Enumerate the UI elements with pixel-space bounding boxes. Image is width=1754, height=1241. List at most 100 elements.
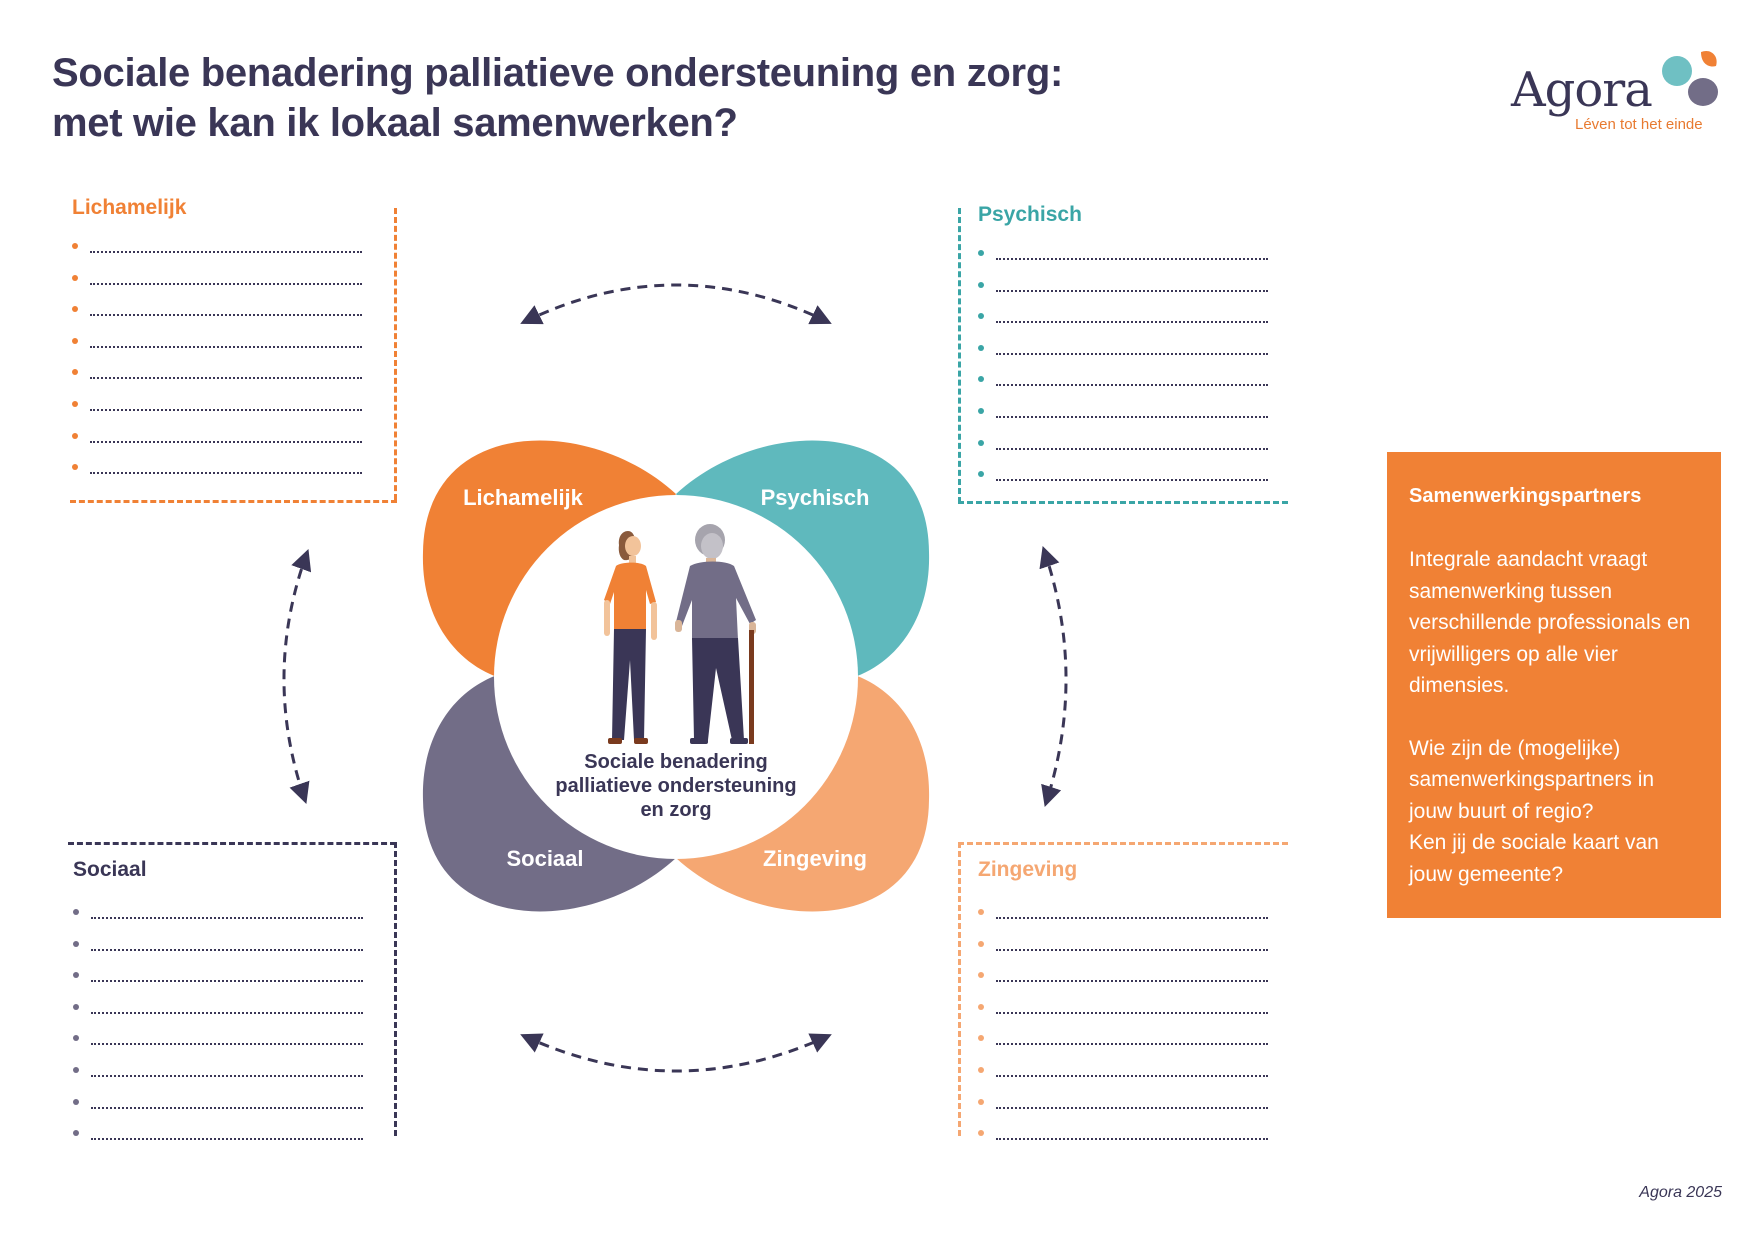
bullet-icon (72, 369, 78, 376)
fill-in-line[interactable] (91, 948, 363, 951)
fill-in-line[interactable] (996, 917, 1268, 919)
bullet-icon (73, 1130, 79, 1137)
fill-in-line[interactable] (996, 258, 1268, 260)
page-title: Sociale benadering palliatieve ondersteu… (52, 48, 1063, 148)
fill-in-line[interactable] (996, 1138, 1268, 1141)
fill-in-line[interactable] (91, 1138, 363, 1141)
fill-in-line[interactable] (996, 289, 1268, 292)
petal-label-zingeving: Zingeving (763, 846, 867, 871)
fill-in-line[interactable] (996, 415, 1268, 418)
center-label-line-3: en zorg (640, 799, 711, 821)
fill-in-line[interactable] (996, 1106, 1268, 1109)
bullet-icon (978, 1098, 984, 1105)
page-title-line-2: met wie kan ik lokaal samenwerken? (52, 101, 738, 145)
logo-wordmark: Agora (1511, 62, 1653, 118)
fill-in-line[interactable] (996, 948, 1268, 951)
bullet-icon (978, 471, 984, 478)
fill-in-line[interactable] (90, 440, 362, 443)
fill-in-line[interactable] (996, 321, 1268, 324)
arrow-left-icon (282, 549, 312, 804)
list-frame-right (394, 208, 397, 500)
list-frame-bottom (958, 501, 1288, 504)
list-sociaal: Sociaal (68, 842, 398, 1141)
bullet-icon (73, 972, 79, 979)
bullet-icon (978, 1130, 984, 1137)
bullet-icon (72, 337, 78, 344)
bullet-icon (72, 306, 78, 313)
fill-in-line[interactable] (90, 472, 362, 475)
bullet-icon (978, 972, 984, 979)
fill-in-line[interactable] (90, 282, 362, 285)
center-circle (494, 495, 858, 859)
fill-in-line[interactable] (996, 1011, 1268, 1014)
list-title-zingeving: Zingeving (978, 858, 1078, 881)
bullet-icon (978, 250, 984, 256)
fill-in-line[interactable] (90, 251, 362, 253)
fill-in-line[interactable] (996, 384, 1268, 387)
bullet-icon (978, 313, 984, 320)
fill-in-line[interactable] (90, 408, 362, 411)
partners-title: Samenwerkingspartners (1409, 485, 1642, 507)
list-frame-top (958, 842, 1288, 845)
fill-in-line[interactable] (996, 980, 1268, 983)
bullet-icon (73, 1003, 79, 1010)
bullet-icon (978, 376, 984, 383)
list-frame-top (68, 842, 396, 845)
list-zingeving: Zingeving (958, 842, 1288, 1141)
bullet-icon (72, 274, 78, 281)
partners-info-box: Samenwerkingspartners Integrale aandacht… (1387, 452, 1721, 918)
fill-in-line[interactable] (996, 1074, 1268, 1077)
fill-in-line[interactable] (996, 1043, 1268, 1046)
bullet-icon (73, 1098, 79, 1105)
petal-label-sociaal: Sociaal (506, 846, 583, 871)
list-frame-bottom (70, 500, 397, 503)
list-title-sociaal: Sociaal (73, 858, 147, 881)
fill-in-line[interactable] (996, 479, 1268, 482)
petal-label-lichamelijk: Lichamelijk (463, 485, 584, 510)
bullet-icon (73, 909, 79, 915)
bullet-icon (978, 439, 984, 446)
bullet-icon (72, 243, 78, 249)
woman-figure-icon (604, 531, 657, 744)
bullet-icon (978, 1066, 984, 1073)
list-frame-left (958, 208, 961, 503)
logo-tagline: Léven tot het einde (1575, 116, 1703, 133)
bullet-icon (72, 400, 78, 407)
fill-in-line[interactable] (91, 1011, 363, 1014)
fill-in-line[interactable] (91, 1106, 363, 1109)
arrow-top-icon (520, 283, 832, 325)
page-title-line-1: Sociale benadering palliatieve ondersteu… (52, 51, 1063, 95)
center-label-line-1: Sociale benadering (584, 751, 767, 773)
agora-logo: Agora Léven tot het einde (1505, 44, 1725, 139)
list-frame-left (958, 842, 961, 1136)
bullet-icon (978, 1003, 984, 1010)
partners-paragraph-2: Wie zijn de (mogelijke) samenwerkingspar… (1409, 736, 1655, 823)
list-frame-right (394, 842, 397, 1136)
bullet-icon (978, 940, 984, 947)
logo-mark-icon (1662, 50, 1718, 106)
fill-in-line[interactable] (90, 345, 362, 348)
center-label-line-2: palliatieve ondersteuning (555, 775, 796, 797)
partners-paragraph-1: Integrale aandacht vraagt samenwerking t… (1409, 548, 1691, 697)
fill-in-line[interactable] (996, 447, 1268, 450)
bullet-icon (978, 344, 984, 351)
bullet-icon (978, 407, 984, 414)
fill-in-line[interactable] (91, 917, 363, 919)
bullet-icon (73, 1066, 79, 1073)
fill-in-line[interactable] (91, 1043, 363, 1046)
bullet-icon (978, 1035, 984, 1042)
fill-in-line[interactable] (996, 352, 1268, 355)
list-psychisch: Psychisch (958, 203, 1288, 508)
footer-credit: Agora 2025 (1639, 1184, 1722, 1201)
bullet-icon (73, 940, 79, 947)
arrow-right-icon (1039, 546, 1068, 807)
bullet-icon (978, 281, 984, 288)
fill-in-line[interactable] (90, 314, 362, 317)
fill-in-line[interactable] (91, 1074, 363, 1077)
elderly-man-figure-icon (675, 524, 756, 744)
fill-in-line[interactable] (91, 980, 363, 983)
list-lichamelijk: Lichamelijk (70, 196, 397, 508)
partners-paragraph-3: Ken jij de sociale kaart van jouw gemeen… (1409, 831, 1659, 886)
fill-in-line[interactable] (90, 377, 362, 380)
